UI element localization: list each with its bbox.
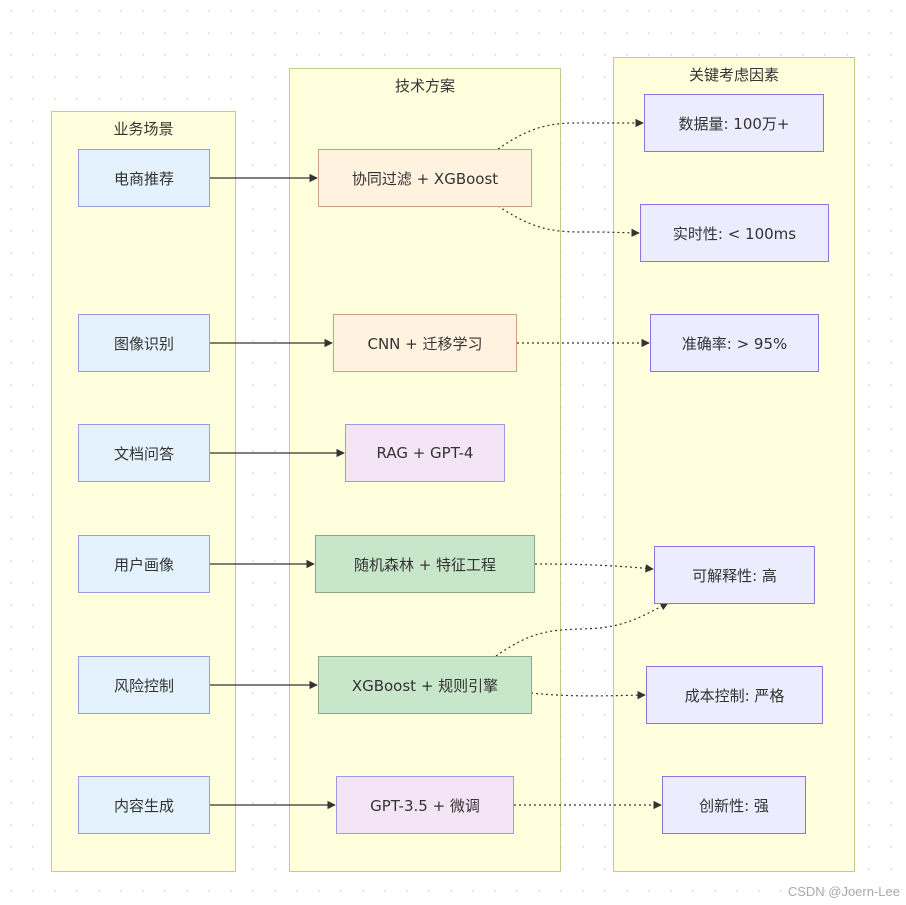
node-ecommerce-recommendation[interactable]: 电商推荐	[78, 149, 210, 207]
node-cnn-transfer[interactable]: CNN + 迁移学习	[333, 314, 517, 372]
node-rag-gpt4[interactable]: RAG + GPT-4	[345, 424, 505, 482]
node-accuracy[interactable]: 准确率: > 95%	[650, 314, 819, 372]
node-innovation[interactable]: 创新性: 强	[662, 776, 806, 834]
node-interpretability[interactable]: 可解释性: 高	[654, 546, 815, 604]
watermark: CSDN @Joern-Lee	[787, 884, 900, 899]
node-risk-control[interactable]: 风险控制	[78, 656, 210, 714]
cluster-key-factors: 关键考虑因素	[613, 57, 855, 872]
cluster-title-factors: 关键考虑因素	[688, 66, 779, 84]
edge-xgb-to-interpretability	[495, 602, 669, 657]
edge-rf-to-interpretability	[534, 563, 654, 573]
node-image-recognition[interactable]: 图像识别	[78, 314, 210, 372]
node-rf-features[interactable]: 随机森林 + 特征工程	[315, 535, 535, 593]
node-gpt35-finetune[interactable]: GPT-3.5 + 微调	[336, 776, 514, 834]
cluster-title-scenarios: 业务场景	[113, 120, 174, 138]
node-cost-control[interactable]: 成本控制: 严格	[646, 666, 823, 724]
cluster-title-tech: 技术方案	[394, 77, 455, 95]
node-content-generation[interactable]: 内容生成	[78, 776, 210, 834]
node-realtime[interactable]: 实时性: < 100ms	[640, 204, 829, 262]
node-user-profile[interactable]: 用户画像	[78, 535, 210, 593]
cluster-business-scenarios: 业务场景	[51, 111, 236, 872]
node-xgb-rules[interactable]: XGBoost + 规则引擎	[318, 656, 532, 714]
node-data-volume[interactable]: 数据量: 100万+	[644, 94, 824, 152]
edge-xgb-to-cost	[530, 690, 646, 700]
edge-cf-to-realtime	[497, 205, 640, 238]
node-document-qa[interactable]: 文档问答	[78, 424, 210, 482]
edge-cf-to-datavolume	[497, 118, 644, 150]
node-cf-xgboost[interactable]: 协同过滤 + XGBoost	[318, 149, 532, 207]
